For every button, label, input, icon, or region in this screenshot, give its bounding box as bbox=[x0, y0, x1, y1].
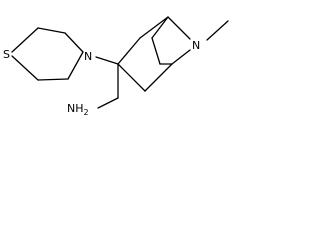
thiomorpholine-ring bbox=[11, 27, 84, 81]
bond-n-cquat bbox=[95, 56, 119, 65]
amine-label: NH2 bbox=[67, 102, 89, 117]
bond-n-c3 bbox=[67, 51, 84, 80]
bond-c-a-bridgehead-top bbox=[139, 16, 169, 39]
bond-c-b-bridgehead-bottom bbox=[144, 63, 173, 92]
bond-cquat-c-a bbox=[117, 37, 141, 65]
bond-top-n-bridge bbox=[167, 16, 191, 40]
bicyclic-framework bbox=[117, 16, 229, 92]
bond-bridge1-bridge2 bbox=[151, 37, 161, 65]
molecule-drawing: S N N NH2 bbox=[3, 16, 229, 117]
amine-subscript: 2 bbox=[84, 108, 89, 117]
sulfur-label: S bbox=[3, 48, 10, 61]
structure-canvas: S N N NH2 bbox=[0, 0, 232, 119]
bond-c2-n bbox=[64, 32, 84, 53]
bond-cquat-c-b bbox=[117, 63, 146, 92]
bond-c4-s bbox=[11, 55, 39, 81]
amine-text: NH bbox=[67, 102, 84, 115]
bond-bottom-n-bridge bbox=[171, 49, 191, 65]
bond-s-c1 bbox=[11, 27, 39, 53]
bond-c1-c2 bbox=[37, 27, 66, 34]
bond-ch2-nh2 bbox=[97, 97, 119, 109]
morpholine-nitrogen-label: N bbox=[84, 50, 92, 63]
bond-n-methyl bbox=[206, 20, 229, 41]
bridge-nitrogen-label: N bbox=[192, 39, 200, 52]
bond-c3-c4 bbox=[37, 78, 69, 81]
bond-top-bridge1 bbox=[151, 16, 169, 39]
